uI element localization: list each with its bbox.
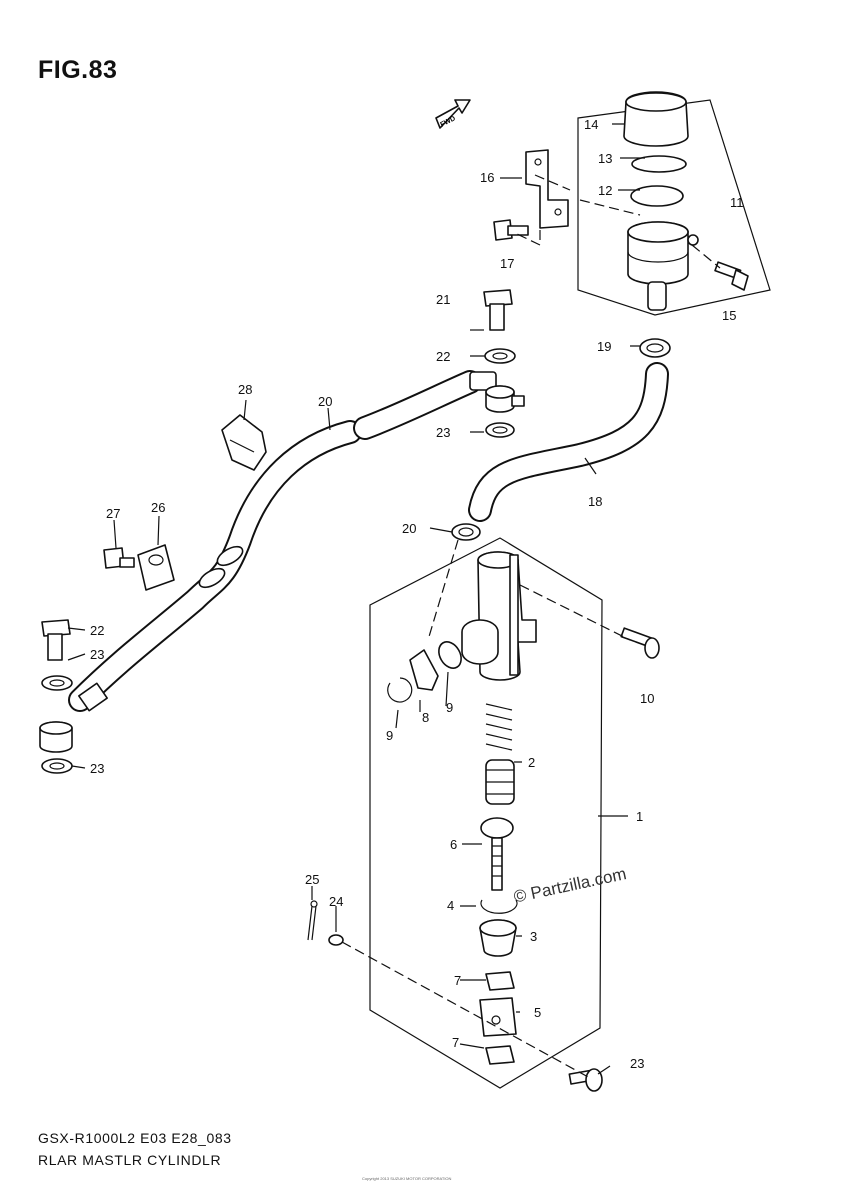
callout-8: 8 <box>422 710 429 725</box>
callout-9: 9 <box>446 700 453 715</box>
callout-24: 23 <box>630 1056 644 1071</box>
hose-connector <box>409 649 439 691</box>
callout-6: 6 <box>450 837 457 852</box>
reservoir-hose <box>468 362 669 522</box>
callout-26: 25 <box>305 872 319 887</box>
callout-28: 27 <box>106 506 120 521</box>
callout-21: 20 <box>318 394 332 409</box>
callout-labels: 14 13 12 11 16 17 15 21 22 19 28 20 23 1… <box>90 117 744 1071</box>
union-bolt-lower <box>41 619 71 661</box>
push-rod <box>480 817 514 891</box>
callout-22-upper: 21 <box>436 292 450 307</box>
callout-3: 3 <box>530 929 537 944</box>
callout-11: 10 <box>640 691 654 706</box>
callout-16: 15 <box>722 308 736 323</box>
reservoir-bolt <box>714 261 749 291</box>
banjo-union-lower <box>39 721 73 753</box>
copyright-fine-print: Copyright 2013 SUZUKI MOTOR CORPORATION <box>362 1176 452 1181</box>
master-cylinder-assembly <box>369 537 603 1089</box>
gasket-washers <box>41 348 516 774</box>
hose-clamp-lower <box>451 523 481 541</box>
callout-22-lower: 22 <box>90 623 104 638</box>
union-bolt-upper <box>483 289 513 331</box>
callout-2: 2 <box>528 755 535 770</box>
assembly-name: RLAR MASTLR CYLINDLR <box>38 1152 222 1168</box>
lock-nut-upper <box>485 971 515 991</box>
o-ring <box>438 641 462 669</box>
hose-clamp-29 <box>221 414 267 471</box>
callout-12: 11 <box>730 195 744 210</box>
callout-23-d: 23 <box>90 761 104 776</box>
callout-23-c: 23 <box>90 647 104 662</box>
rubber-boot <box>479 919 517 957</box>
callout-5: 5 <box>534 1005 541 1020</box>
cotter-pin <box>307 900 318 941</box>
callout-17: 16 <box>480 170 494 185</box>
callout-15: 14 <box>584 117 598 132</box>
clevis-joint <box>479 997 517 1037</box>
piston-spring-set <box>485 703 515 805</box>
clevis-pin <box>568 1068 603 1092</box>
callout-7-lower: 7 <box>452 1035 459 1050</box>
banjo-union-upper <box>485 385 525 413</box>
callout-23-a: 22 <box>436 349 450 364</box>
brake-hose <box>68 370 497 712</box>
fwd-arrow-icon: FWD <box>435 99 471 129</box>
reservoir-diaphragm <box>630 185 684 207</box>
callout-13: 12 <box>598 183 612 198</box>
callout-10: 9 <box>386 728 393 743</box>
callout-4: 4 <box>447 898 454 913</box>
callout-29: 28 <box>238 382 252 397</box>
cylinder-bolt <box>620 627 660 659</box>
clevis-washer <box>328 934 344 946</box>
figure-title: FIG.83 <box>38 56 118 84</box>
reservoir-assembly <box>577 91 771 316</box>
callout-20-upper: 19 <box>597 339 611 354</box>
reservoir-plate <box>631 155 687 173</box>
clamp-bolt <box>103 547 135 569</box>
callout-25: 24 <box>329 894 343 909</box>
model-code: GSX-R1000L2 E03 E28_083 <box>38 1130 232 1146</box>
leader-lines <box>67 123 721 1079</box>
callout-23-b: 23 <box>436 425 450 440</box>
reservoir-bracket <box>525 149 569 229</box>
lock-nut-lower <box>485 1045 515 1065</box>
circlip-10 <box>387 677 413 703</box>
callout-20-lower: 20 <box>402 521 416 536</box>
hose-clamp-upper <box>639 338 671 358</box>
callout-7-upper: 7 <box>454 973 461 988</box>
callout-14: 13 <box>598 151 612 166</box>
hose-clamp-27 <box>137 544 175 591</box>
circlip-4 <box>480 899 518 914</box>
callout-27: 26 <box>151 500 165 515</box>
callout-19: 18 <box>588 494 602 509</box>
callout-1: 1 <box>636 809 643 824</box>
callout-18: 17 <box>500 256 514 271</box>
